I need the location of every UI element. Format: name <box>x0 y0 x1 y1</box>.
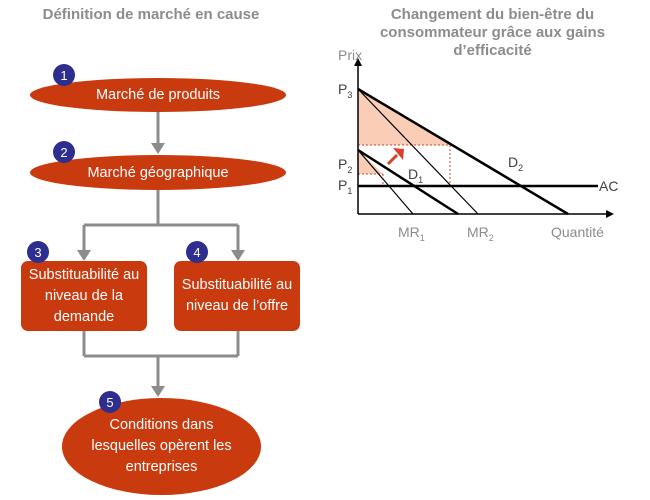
step-2-label: Marché géographique <box>87 164 229 181</box>
initial-surplus-area <box>358 150 383 174</box>
mr2-marginal-revenue-curve <box>357 88 479 215</box>
arrowhead-to-5 <box>151 386 165 397</box>
shift-arrow <box>386 153 399 166</box>
step-5-operating-conditions: Conditions dans lesquelles opèrent les e… <box>62 398 261 495</box>
p3-label: P3 <box>338 81 352 100</box>
step-4-label: Substituabilité au niveau de l’offre <box>181 277 293 314</box>
step-5-label: Conditions dans lesquelles opèrent les e… <box>91 417 232 475</box>
mr1-label: MR1 <box>398 224 425 243</box>
step-3-demand-substitutability: Substituabilité au niveau de la demande <box>21 261 147 331</box>
arrowhead-to-4 <box>231 250 245 261</box>
step-3-badge: 3 <box>27 241 49 263</box>
mr2-label: MR2 <box>467 224 494 243</box>
right-panel-title: Changement du bien-être du consommateur … <box>379 6 606 59</box>
step-5-badge: 5 <box>99 391 121 413</box>
x-axis-label: Quantité <box>551 224 604 240</box>
step-3-label: Substituabilité au niveau de la demande <box>28 266 140 325</box>
p1-label: P1 <box>338 177 352 196</box>
y-axis-label: Prix <box>338 47 362 63</box>
x-axis-arrow <box>606 210 614 218</box>
left-panel-title: Définition de marché en cause <box>42 6 260 23</box>
mr1-marginal-revenue-curve <box>357 149 414 215</box>
step-1-product-market: Marché de produits <box>30 78 286 112</box>
step-1-label: Marché de produits <box>95 87 221 103</box>
step-4-supply-substitutability: Substituabilité au niveau de l’offre <box>174 261 300 331</box>
d1-label: D1 <box>408 166 423 185</box>
y-axis-arrow <box>354 58 362 66</box>
shift-arrow-head <box>393 148 404 160</box>
step-4-badge: 4 <box>186 241 208 263</box>
step-2-badge: 2 <box>53 141 75 163</box>
ac-label: AC <box>599 178 618 194</box>
d2-label: D2 <box>508 154 523 173</box>
step-2-geographic-market: Marché géographique <box>30 155 286 190</box>
step-1-badge: 1 <box>53 64 75 86</box>
d2-demand-curve <box>357 87 569 216</box>
p2-label: P2 <box>338 156 352 175</box>
d1-demand-curve <box>357 148 459 216</box>
arrowhead-to-2 <box>151 143 165 154</box>
arrowhead-to-3 <box>77 250 91 261</box>
